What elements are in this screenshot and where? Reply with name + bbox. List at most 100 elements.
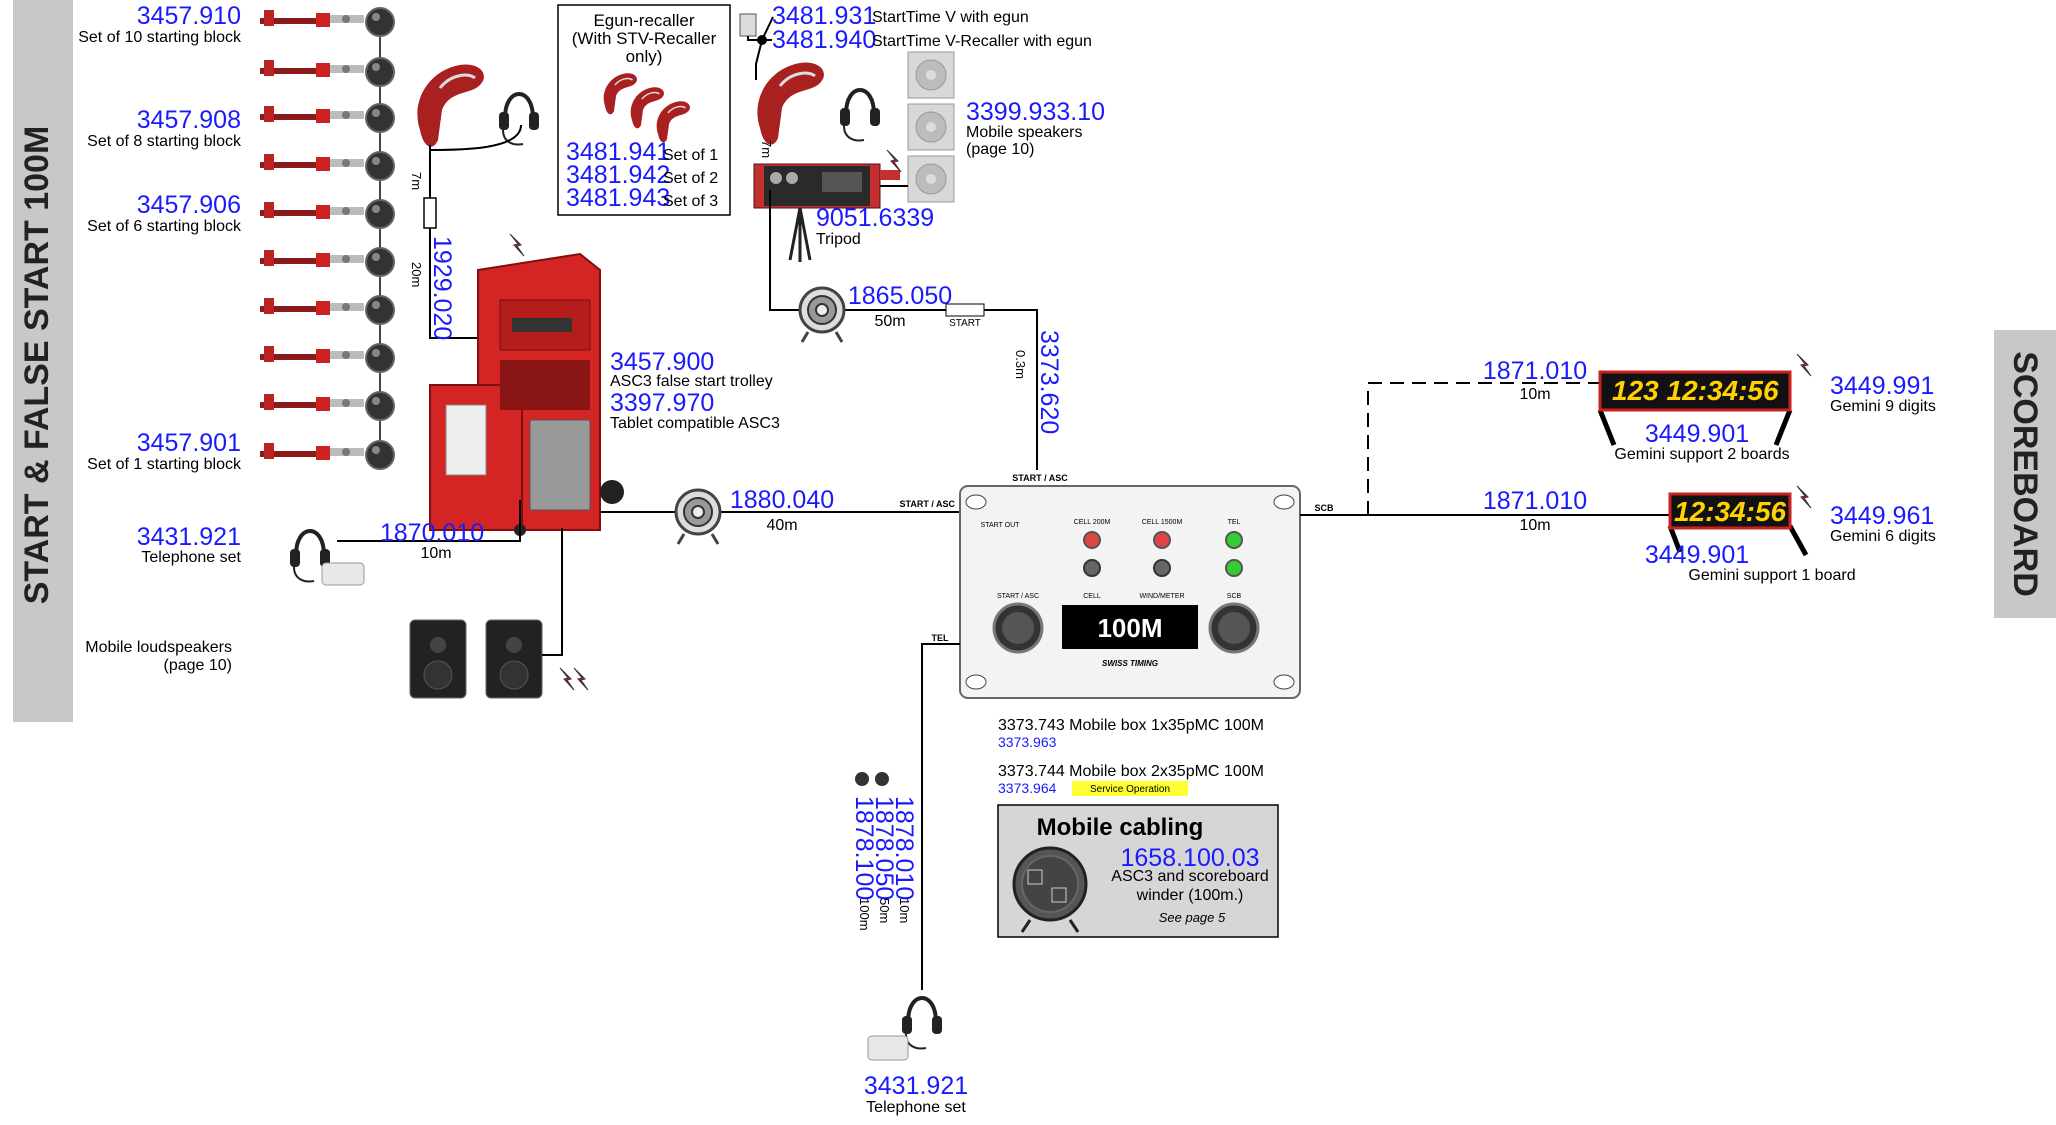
egun-top-7m: 7m [759, 140, 774, 158]
tel-cable-2-length: 50m [877, 898, 892, 923]
mobile-box-line2: 3373.744 Mobile box 2x35pMC 100M [998, 763, 1264, 780]
bolt-icon-loudspeakers-1 [559, 667, 575, 691]
headset-left-egun [497, 92, 541, 147]
egun-set1-label: Set of 1 [663, 147, 718, 164]
winder-mid-length: 40m [766, 517, 797, 534]
mobile-box [959, 485, 1301, 699]
scoreboard6-cable-code: 1871.010 [1483, 487, 1587, 515]
speakers-top [907, 51, 955, 203]
speakers-top-label2: (page 10) [966, 141, 1035, 158]
winder-cabling [1012, 846, 1088, 933]
bolt-icon [509, 233, 525, 257]
scoreboard9-label: Gemini 9 digits [1830, 398, 1936, 415]
starttime-v-code: 3481.931 [772, 2, 876, 30]
egun-box-title: Egun-recaller [593, 11, 694, 30]
egun-set3-label: Set of 3 [663, 193, 718, 210]
telephone-cable-length: 10m [420, 545, 451, 562]
panel-cell: CELL [1083, 593, 1101, 600]
tel-cable-1-code: 1878.010 [890, 796, 918, 900]
tel-cable-3-code: 1878.100 [850, 796, 878, 900]
service-operation-label: Service Operation [1090, 784, 1170, 795]
tel-label: TEL [932, 633, 950, 643]
egun-top [755, 61, 826, 147]
speakers-top-code: 3399.933.10 [966, 98, 1105, 126]
scoreboard6-code: 3449.961 [1830, 502, 1934, 530]
winder-top [798, 286, 846, 344]
starttime-v-label: StartTime V with egun [872, 9, 1029, 26]
telephone-left-code: 3431.921 [137, 523, 241, 551]
scoreboard6-support-code: 3449.901 [1645, 541, 1749, 569]
bolt-icon-starttime [886, 149, 902, 173]
telephone-bottom-code: 3431.921 [864, 1072, 968, 1100]
speakers-top-label1: Mobile speakers [966, 124, 1083, 141]
scoreboard9-cable-length: 10m [1519, 386, 1550, 403]
start-asc-label-left: START / ASC [900, 499, 956, 509]
telephone-cable-code: 1870.010 [380, 519, 484, 547]
cable-3373-code: 3373.620 [1035, 330, 1063, 434]
telephone-box-bottom [867, 1035, 909, 1061]
start-asc-label-top: START / ASC [1012, 473, 1068, 483]
scoreboard-6 [1667, 492, 1809, 557]
scoreboard9-cable-code: 1871.010 [1483, 357, 1587, 385]
panel-scb: SCB [1227, 593, 1242, 600]
scoreboard9-support-label: Gemini support 2 boards [1614, 446, 1789, 463]
mobile-box-line2-sub: 3373.964 [998, 780, 1057, 796]
loudspeakers-label1: Mobile loudspeakers [85, 639, 232, 656]
scoreboard6-display: 12:34:56 [1674, 496, 1787, 527]
winder-mid-code: 1880.040 [730, 486, 834, 514]
headset-top [838, 88, 882, 143]
scb-label: SCB [1314, 503, 1334, 513]
loudspeakers [409, 619, 543, 699]
block-1-label: Set of 1 starting block [87, 456, 242, 473]
egun-box-title-line3: only) [626, 47, 663, 66]
scoreboard9-support-code: 3449.901 [1645, 420, 1749, 448]
cable-1929-code: 1929.020 [428, 236, 456, 340]
trolley-label: ASC3 false start trolley [610, 373, 773, 390]
telephone-box-left [321, 562, 365, 586]
egun-set3-code: 3481.943 [566, 184, 670, 212]
left-title: START & FALSE START 100M [18, 126, 56, 605]
start-connector-tag: START [949, 318, 981, 329]
starttime-vr-label: StartTime V-Recaller with egun [872, 33, 1092, 50]
winder-icon-small-1 [855, 772, 869, 786]
egun-box-title-line2: (With STV-Recaller [572, 29, 717, 48]
loudspeakers-label2: (page 10) [164, 657, 233, 674]
mobile-cabling-code: 1658.100.03 [1120, 844, 1259, 872]
service-operation-badge [1072, 781, 1188, 796]
panel-cell-1500: CELL 1500M [1142, 519, 1183, 526]
panel-start-asc: START / ASC [997, 593, 1039, 600]
tel-cable-2-code: 1878.050 [870, 796, 898, 900]
bolt-icon-sb6 [1796, 485, 1812, 509]
winder-top-code: 1865.050 [848, 282, 952, 310]
mobile-box-line1: 3373.743 Mobile box 1x35pMC 100M [998, 717, 1264, 734]
egun-left-7m: 7m [409, 172, 424, 190]
cable-3373-length: 0.3m [1013, 350, 1028, 379]
tablet-code: 3397.970 [610, 389, 714, 417]
starting-blocks [260, 7, 395, 470]
starttime-device [753, 163, 900, 262]
scoreboard6-cable-length: 10m [1519, 517, 1550, 534]
block-10-label: Set of 10 starting block [78, 29, 242, 46]
mobile-cabling-label2: winder (100m.) [1136, 887, 1244, 904]
mobile-box-display: 100M [1097, 613, 1162, 643]
egun-set1-code: 3481.941 [566, 138, 670, 166]
panel-cell-200: CELL 200M [1074, 519, 1111, 526]
bolt-icon-sb9 [1796, 353, 1812, 377]
tablet-label: Tablet compatible ASC3 [610, 415, 780, 432]
tripod-code: 9051.6339 [816, 204, 934, 232]
panel-start-out: START OUT [981, 522, 1021, 529]
right-title-band [1994, 330, 2056, 618]
winder-top-length: 50m [874, 313, 905, 330]
scoreboard6-label: Gemini 6 digits [1830, 528, 1936, 545]
winder-mid [674, 488, 722, 546]
block-10-code: 3457.910 [137, 2, 241, 30]
telephone-left-label: Telephone set [141, 549, 241, 566]
scoreboard9-code: 3449.991 [1830, 372, 1934, 400]
block-8-code: 3457.908 [137, 106, 241, 134]
egun-recaller-box [557, 4, 731, 216]
mobile-box-brand: SWISS TIMING [1102, 659, 1158, 668]
tripod-label: Tripod [816, 231, 861, 248]
right-title: SCOREBOARD [2006, 351, 2044, 597]
block-6-label: Set of 6 starting block [87, 218, 242, 235]
